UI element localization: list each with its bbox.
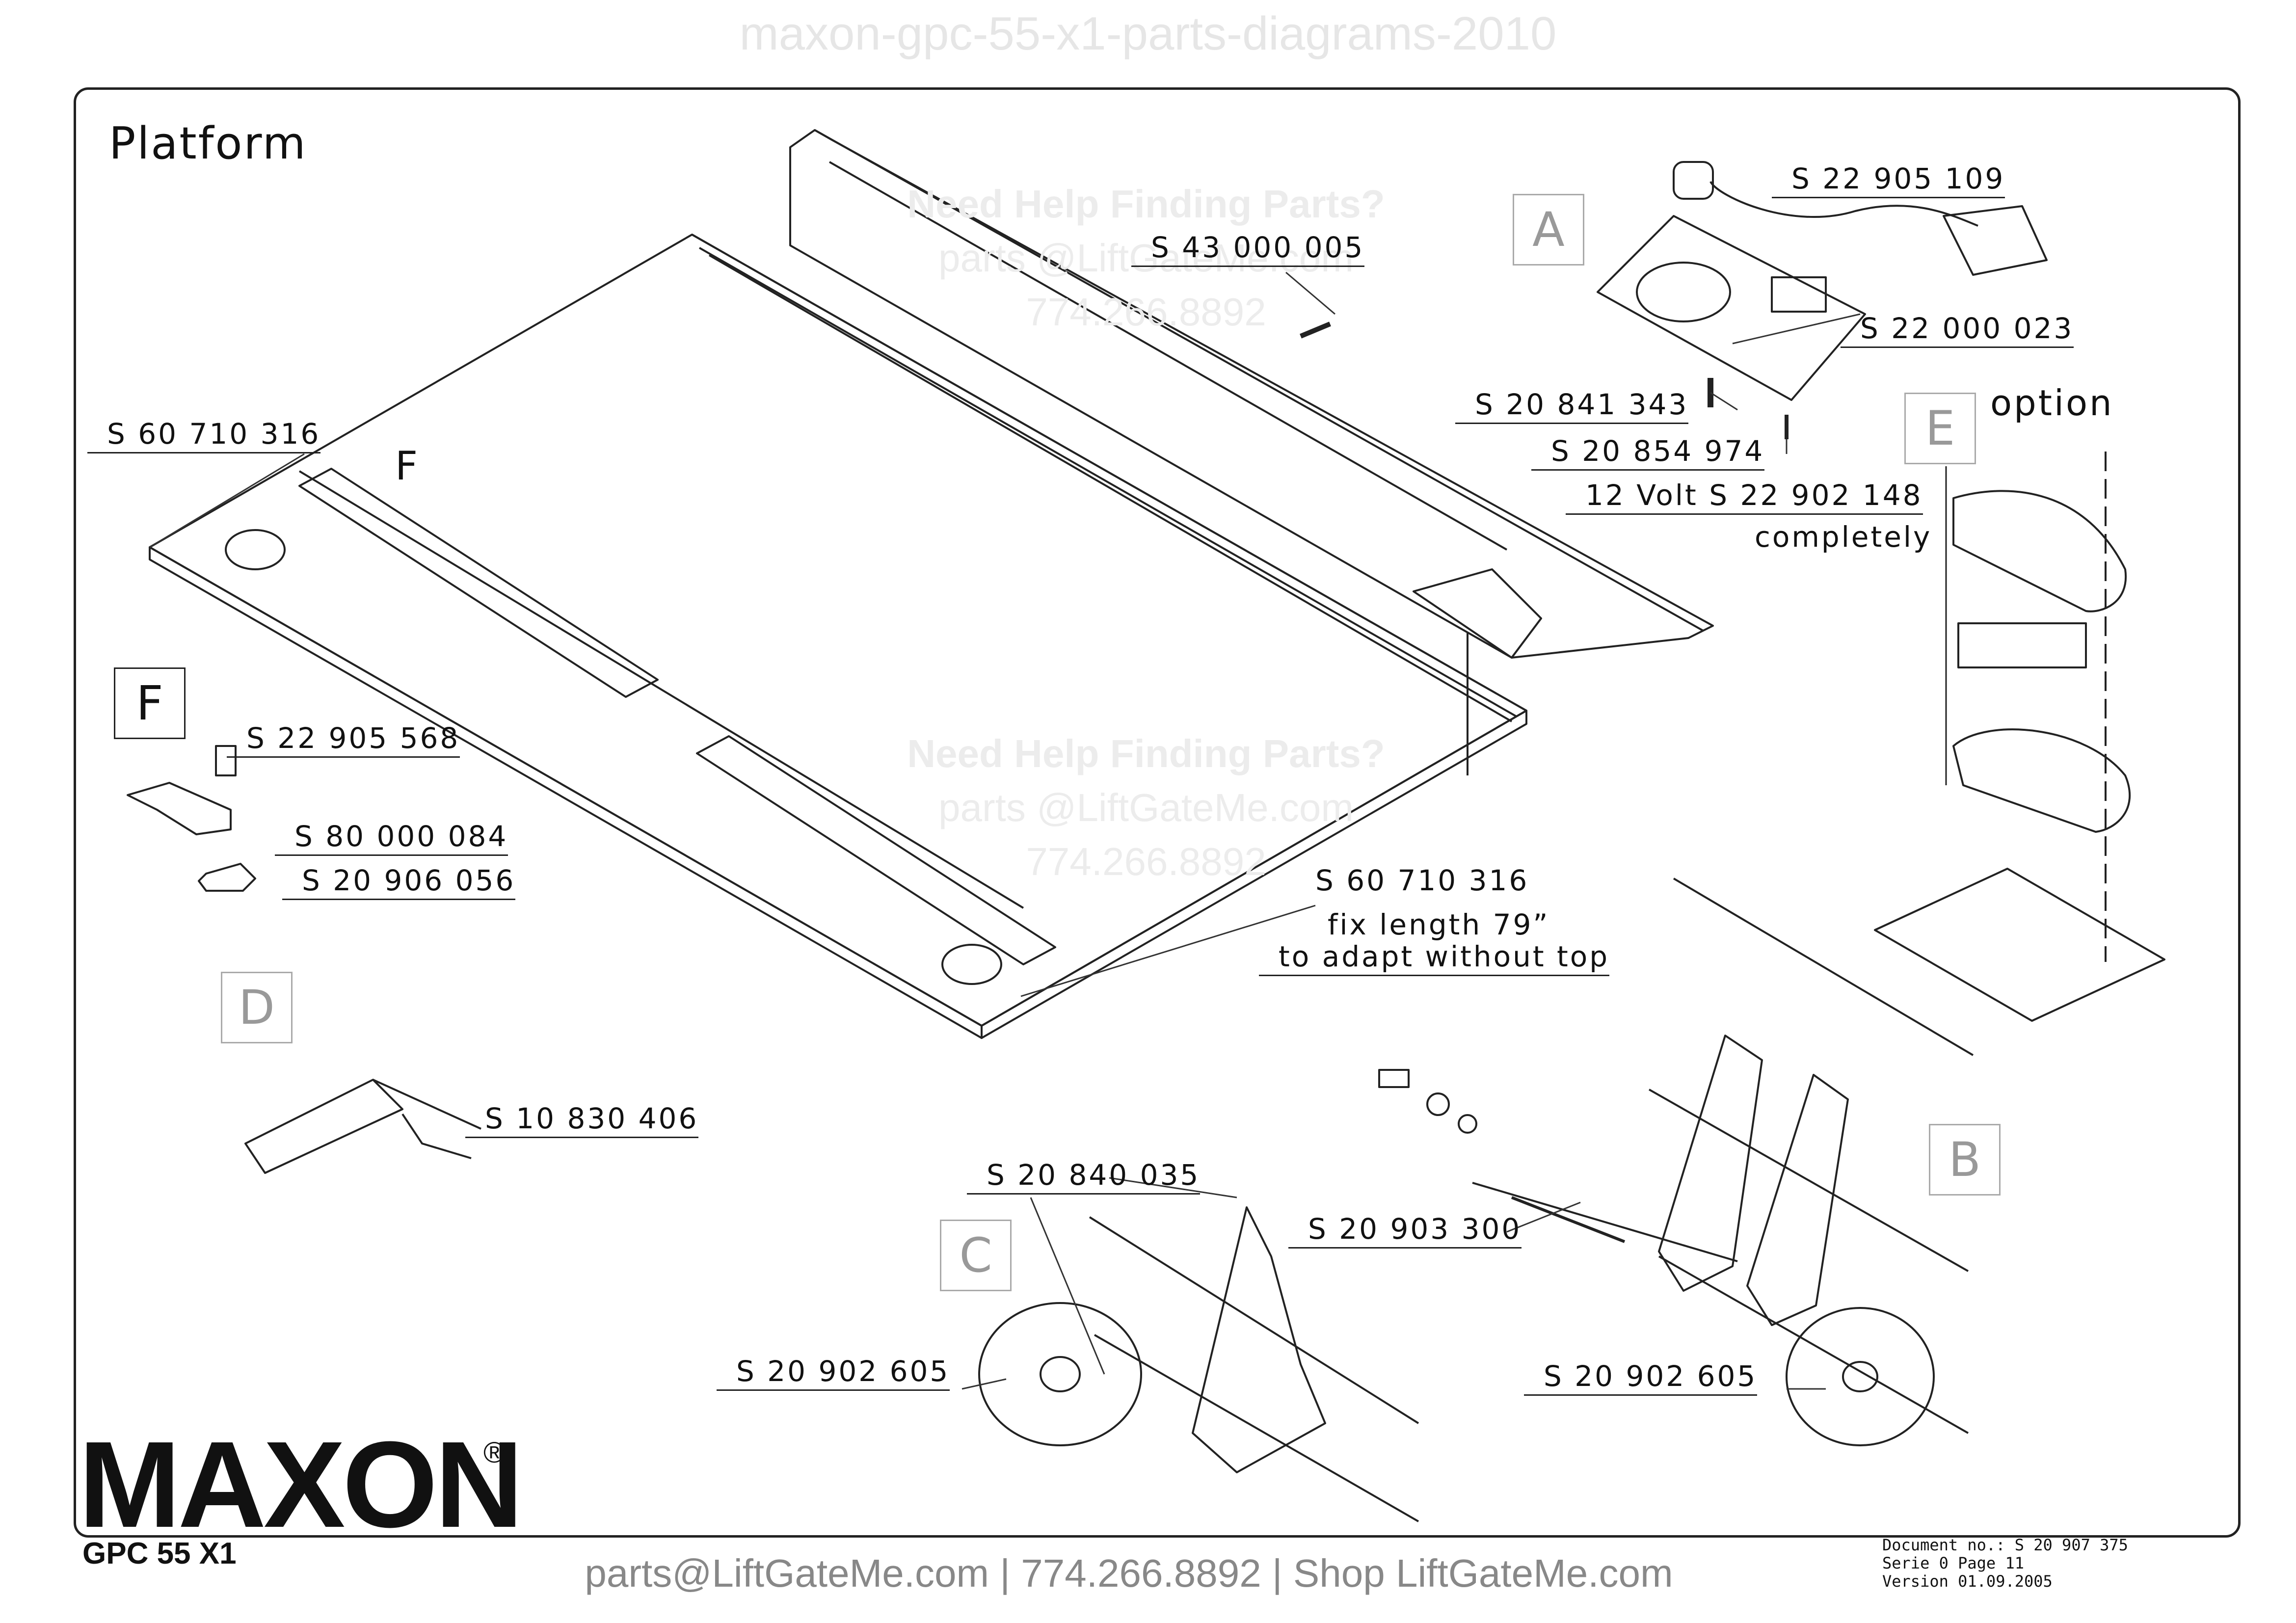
part-22905109: S 22 905 109 [1772,164,2005,198]
maxon-logo: MAXON [79,1416,524,1553]
callout-d: D [221,972,293,1043]
marker-f: F [395,443,420,489]
help-line1: Need Help Finding Parts? [907,732,1385,775]
light-hole-left [225,529,286,570]
doc-serie: Serie 0 Page 11 [1882,1553,2024,1572]
callout-f-box: F [114,667,186,739]
part-20854974: S 20 854 974 [1531,437,1765,471]
part-80000084: S 80 000 084 [275,822,508,856]
doc-number: Document no.: S 20 907 375 [1882,1536,2128,1554]
part-completely: completely [1755,520,1932,554]
help-line1: Need Help Finding Parts? [907,182,1385,226]
part-22000023: S 22 000 023 [1841,314,2074,348]
help-watermark-middle: Need Help Finding Parts? parts @LiftGate… [829,731,1463,884]
callout-c: C [940,1220,1012,1291]
part-20840035: S 20 840 035 [967,1161,1201,1195]
part-20841343: S 20 841 343 [1455,390,1689,424]
part-20902605-c: S 20 902 605 [717,1357,950,1391]
part-adapt-note: to adapt without top [1259,942,1610,976]
help-watermark-top: Need Help Finding Parts? parts @LiftGate… [829,182,1463,335]
platform-plate [149,234,1527,1027]
light-housing-a [1597,215,1866,401]
registered-mark: ® [483,1436,506,1469]
model-name: GPC 55 X1 [82,1537,237,1570]
part-60710316-top: S 60 710 316 [87,420,321,453]
help-line3: 774.266.8892 [1026,290,1266,334]
part-22905568: S 22 905 568 [227,724,460,758]
doc-version: Version 01.09.2005 [1882,1571,2053,1591]
help-line3: 774.266.8892 [1026,840,1266,883]
help-line2: parts @LiftGateMe.com [938,786,1354,829]
part-10830406: S 10 830 406 [465,1104,699,1138]
page-title: Platform [109,118,307,169]
document-info: Document no.: S 20 907 375 Serie 0 Page … [1882,1536,2128,1590]
part-fix-length: fix length 79” [1328,908,1550,941]
drawing-frame [74,87,2241,1538]
light-hole-right [941,944,1002,985]
part-20906056: S 20 906 056 [282,866,516,900]
part-20903300: S 20 903 300 [1288,1215,1522,1249]
part-20902605-b: S 20 902 605 [1524,1362,1758,1396]
callout-e: E [1904,393,1976,464]
part-12volt-22902148: 12 Volt S 22 902 148 [1566,481,1923,515]
watermark-title: maxon-gpc-55-x1-parts-diagrams-2010 [739,7,1557,60]
roller-c [978,1302,1142,1446]
top-cover [789,129,1714,659]
callout-b: B [1929,1124,2001,1196]
roller-b [1786,1307,1935,1446]
footer-contact[interactable]: parts@LiftGateMe.com | 774.266.8892 | Sh… [585,1551,1673,1595]
part-43000005: S 43 000 005 [1131,233,1365,267]
help-line2: parts @LiftGateMe.com [938,236,1354,280]
part-60710316-bottom: S 60 710 316 [1315,864,1529,897]
callout-a: A [1513,194,1584,266]
part-option: option [1990,382,2114,424]
